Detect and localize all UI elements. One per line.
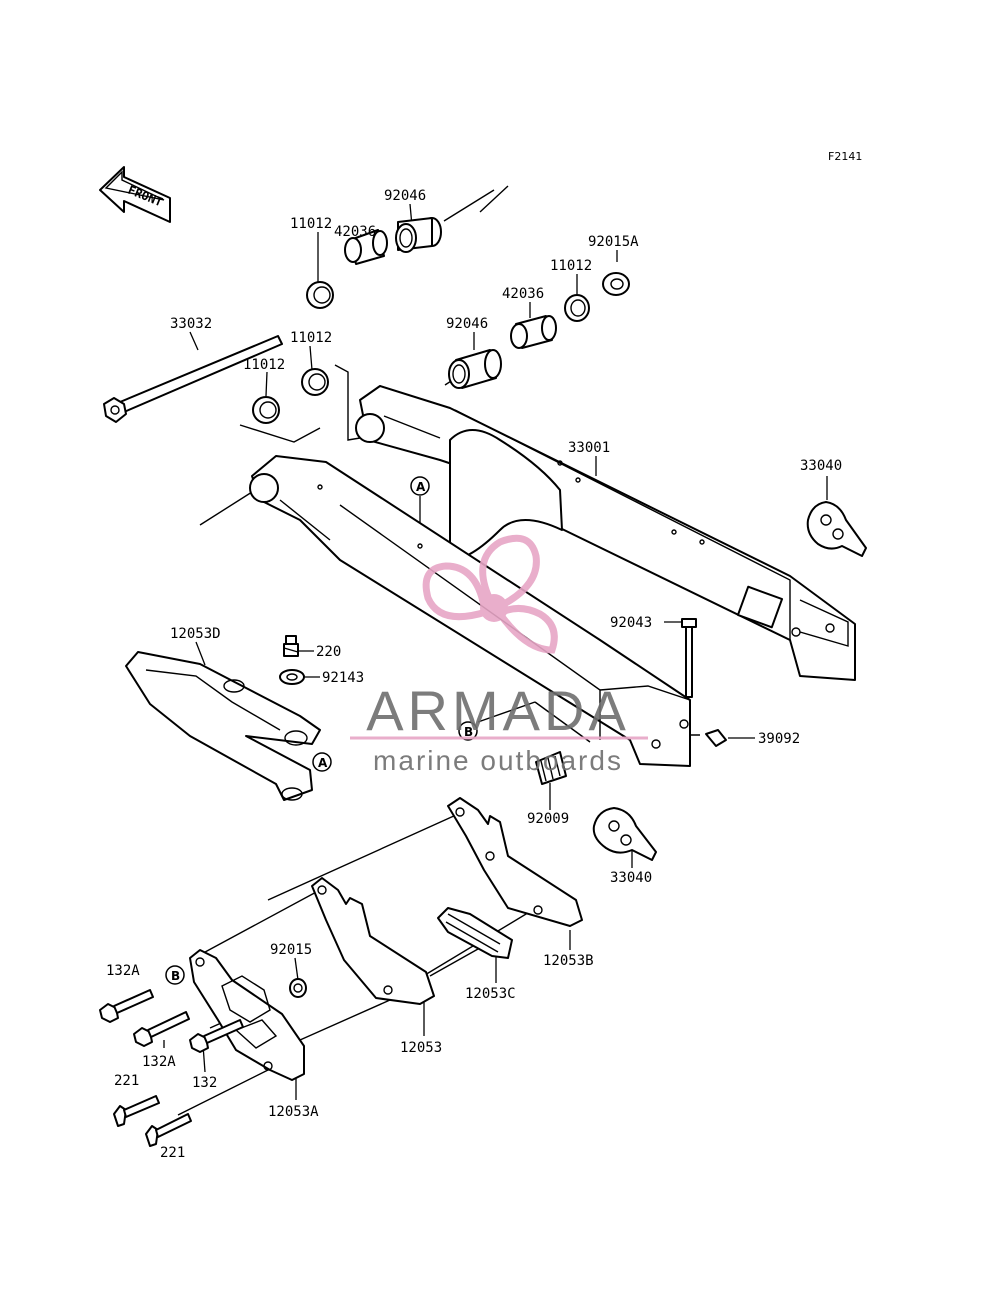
bolt-221-top xyxy=(113,1095,160,1127)
propeller-icon xyxy=(422,534,558,654)
bolt-132A-top xyxy=(99,989,154,1023)
reference-b-bottom: B xyxy=(165,965,185,985)
part-label-221-bottom[interactable]: 221 xyxy=(160,1145,185,1161)
chain-adjuster-33040-bottom xyxy=(592,807,657,861)
part-label-12053B[interactable]: 12053B xyxy=(543,953,594,969)
watermark-brand: ARMADA xyxy=(366,679,630,742)
oil-seal-11012-top xyxy=(306,281,334,309)
part-label-92046-top[interactable]: 92046 xyxy=(384,188,426,204)
bolt-92043 xyxy=(681,618,697,698)
oil-seal-11012-mid xyxy=(301,368,329,396)
part-label-39092[interactable]: 39092 xyxy=(758,731,800,747)
oil-seal-11012-left xyxy=(252,396,280,424)
part-label-42036-right[interactable]: 42036 xyxy=(502,286,544,302)
screw-220 xyxy=(283,635,299,657)
collar-42036-top xyxy=(344,229,388,265)
part-label-33001[interactable]: 33001 xyxy=(568,440,610,456)
part-label-33032[interactable]: 33032 xyxy=(170,316,212,332)
part-label-11012-mid[interactable]: 11012 xyxy=(290,330,332,346)
pivot-shaft-33032 xyxy=(103,335,283,423)
part-label-11012-right[interactable]: 11012 xyxy=(550,258,592,274)
part-label-11012-left[interactable]: 11012 xyxy=(243,357,285,373)
part-label-132A-bottom[interactable]: 132A xyxy=(142,1054,176,1070)
nut-92015A xyxy=(602,272,630,296)
reference-a-top: A xyxy=(410,476,430,496)
nut-92015 xyxy=(289,978,307,998)
part-label-221-top[interactable]: 221 xyxy=(114,1073,139,1089)
chain-guide-block-12053C xyxy=(437,907,513,959)
part-label-12053C[interactable]: 12053C xyxy=(465,986,516,1002)
part-label-92046-right[interactable]: 92046 xyxy=(446,316,488,332)
part-label-92015[interactable]: 92015 xyxy=(270,942,312,958)
reference-b-top: B xyxy=(458,721,478,741)
part-label-12053[interactable]: 12053 xyxy=(400,1040,442,1056)
part-label-92143[interactable]: 92143 xyxy=(322,670,364,686)
part-label-220[interactable]: 220 xyxy=(316,644,341,660)
part-label-12053D[interactable]: 12053D xyxy=(170,626,221,642)
needle-bearing-92046-right xyxy=(448,349,502,389)
part-label-11012-top[interactable]: 11012 xyxy=(290,216,332,232)
bolt-221-bottom xyxy=(145,1113,192,1147)
part-label-33040-bottom[interactable]: 33040 xyxy=(610,870,652,886)
part-label-132[interactable]: 132 xyxy=(192,1075,217,1091)
bolt-132 xyxy=(189,1019,244,1053)
oil-seal-11012-right xyxy=(564,294,590,322)
part-labels: 92046 42036 11012 92015A 11012 42036 920… xyxy=(106,188,842,1161)
swingarm-33001 xyxy=(249,385,856,767)
part-label-42036-top[interactable]: 42036 xyxy=(334,224,376,240)
front-arrow-icon: FRONT xyxy=(99,166,171,223)
part-label-33040-top[interactable]: 33040 xyxy=(800,458,842,474)
watermark-tagline: marine outboards xyxy=(373,745,623,776)
part-label-92015A[interactable]: 92015A xyxy=(588,234,639,250)
diagram-code: F2141 xyxy=(828,150,862,163)
part-label-132A-top[interactable]: 132A xyxy=(106,963,140,979)
bolt-132A-bottom xyxy=(133,1011,190,1047)
part-label-12053A[interactable]: 12053A xyxy=(268,1104,319,1120)
reference-a-bottom: A xyxy=(312,752,332,772)
part-label-92009[interactable]: 92009 xyxy=(527,811,569,827)
bolt-92009 xyxy=(535,751,567,785)
chain-guide-plate-12053A xyxy=(189,949,305,1081)
svg-text:A: A xyxy=(318,756,328,770)
chain-guide-plate-12053B xyxy=(447,797,583,927)
chain-adjuster-33040-top xyxy=(806,501,867,557)
washer-92143 xyxy=(279,669,305,685)
watermark-logo: ARMADA marine outboards xyxy=(350,534,648,776)
svg-text:B: B xyxy=(171,969,180,983)
needle-bearing-92046-top xyxy=(395,217,442,253)
svg-text:B: B xyxy=(464,725,473,739)
chain-guide-plate-12053 xyxy=(311,877,435,1005)
collar-42036-right xyxy=(510,315,557,349)
part-label-92043[interactable]: 92043 xyxy=(610,615,652,631)
svg-text:A: A xyxy=(416,480,426,494)
clip-39092 xyxy=(705,729,727,747)
chain-slider-12053D xyxy=(125,651,321,801)
